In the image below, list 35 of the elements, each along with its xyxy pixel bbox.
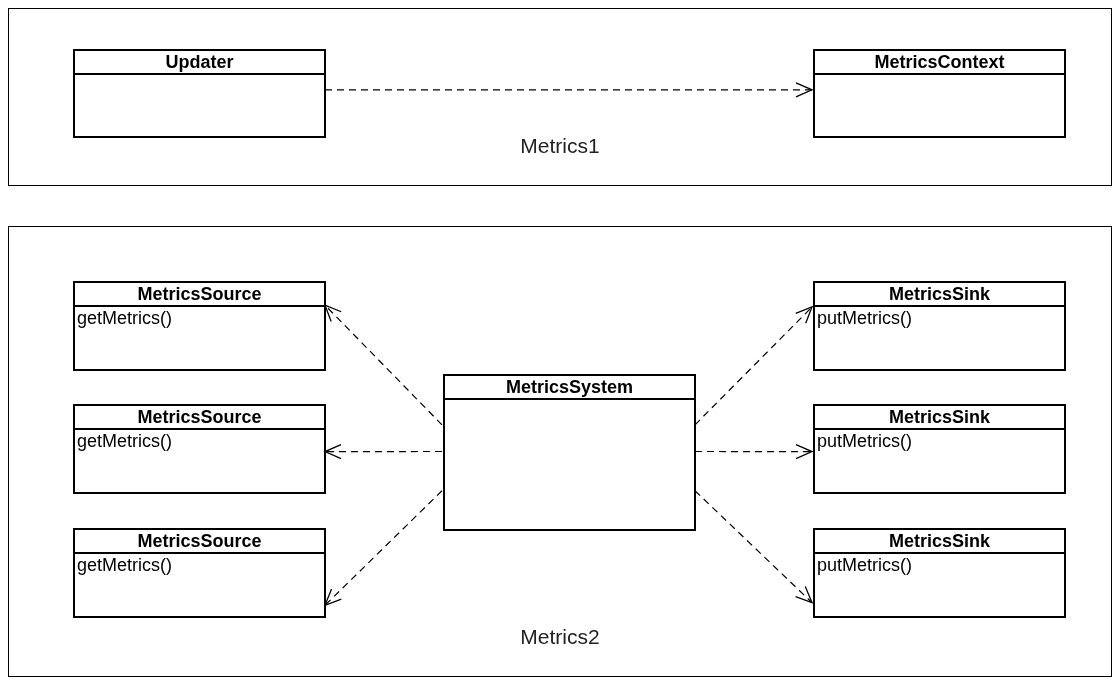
method-name: putMetrics() [816, 307, 913, 329]
class-name: MetricsSource [75, 283, 324, 307]
method-name: putMetrics() [816, 554, 913, 576]
class-box [813, 49, 1066, 138]
class-box [73, 281, 326, 371]
method-name: getMetrics() [76, 430, 173, 452]
class-name: MetricsContext [815, 51, 1064, 75]
class-box [813, 281, 1066, 371]
class-name: Updater [75, 51, 324, 75]
dependency-arrow [694, 306, 813, 426]
class-box [73, 404, 326, 494]
class-box [813, 528, 1066, 618]
class-box [443, 374, 696, 531]
dependency-arrow [694, 443, 813, 460]
class-box [73, 528, 326, 618]
package-frame [8, 226, 1112, 677]
package-name: Metrics1 [519, 132, 601, 159]
class-name: MetricsSink [815, 530, 1064, 554]
package-name: Metrics2 [519, 623, 601, 650]
method-name: getMetrics() [76, 307, 173, 329]
class-name: MetricsSource [75, 406, 324, 430]
dependency-arrow [324, 443, 443, 460]
dependency-arrow [324, 304, 443, 426]
class-name: MetricsSink [815, 283, 1064, 307]
class-name: MetricsSource [75, 530, 324, 554]
method-name: putMetrics() [816, 430, 913, 452]
class-name: MetricsSink [815, 406, 1064, 430]
dependency-arrow [324, 490, 443, 606]
method-name: getMetrics() [76, 554, 173, 576]
class-name: MetricsSystem [445, 376, 694, 400]
class-box [813, 404, 1066, 494]
class-box [73, 49, 326, 138]
dependency-arrow [324, 82, 813, 98]
package-frame [8, 8, 1112, 186]
dependency-arrow [694, 490, 813, 604]
